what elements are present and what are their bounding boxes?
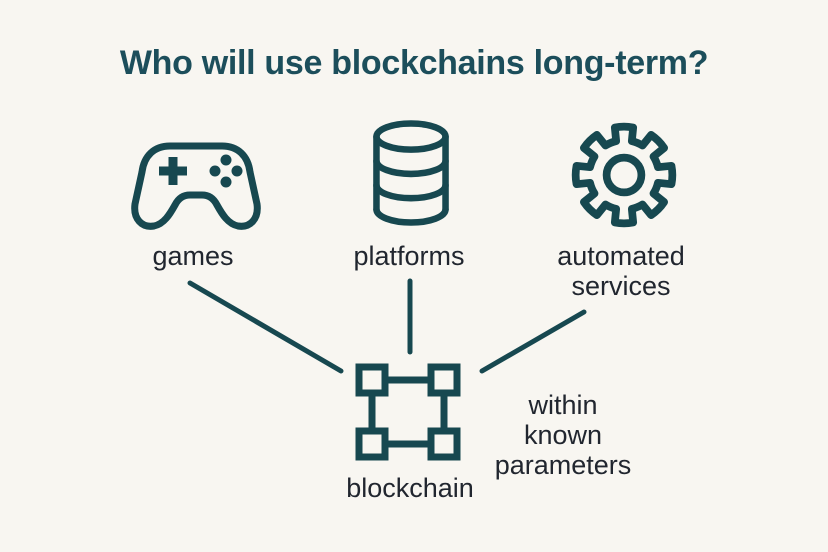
node-label-games: games	[152, 241, 234, 271]
database-icon	[373, 120, 449, 226]
node-label-platforms: platforms	[353, 241, 465, 271]
node-automated-services	[566, 117, 682, 233]
node-blockchain	[354, 362, 462, 462]
dpad-shape	[159, 157, 187, 185]
blockchain-icon	[355, 363, 461, 461]
node-games	[126, 134, 266, 234]
gear-icon	[571, 122, 677, 228]
line-games-blockchain	[187, 280, 344, 374]
gamepad-icon	[131, 142, 261, 230]
node-label-blockchain: blockchain	[346, 473, 474, 503]
line-services-blockchain	[479, 309, 587, 374]
node-platforms	[363, 117, 459, 229]
annotation-within-known-parameters: within known parameters	[494, 390, 632, 480]
page-title: Who will use blockchains long-term?	[119, 44, 709, 82]
node-label-automated-services: automated services	[557, 241, 685, 301]
